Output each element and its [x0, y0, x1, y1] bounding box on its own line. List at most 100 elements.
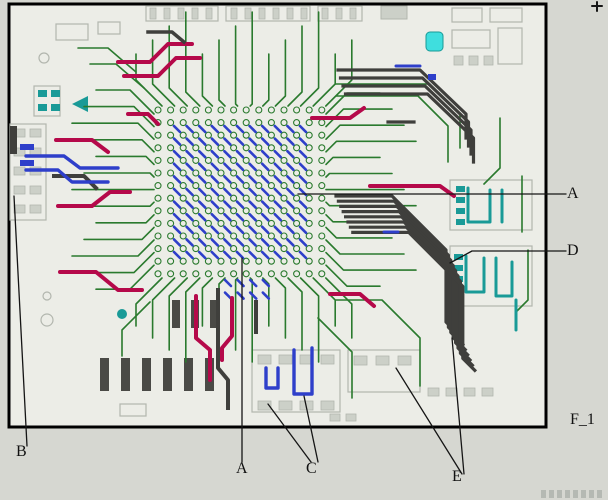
bga-pad-grid: [255, 270, 263, 278]
bga-pad-grid: [230, 257, 238, 265]
red-trace: [116, 42, 194, 64]
via-array: [248, 212, 257, 222]
bga-pad-grid: [217, 144, 225, 152]
via-array: [197, 212, 207, 222]
connector-pads: [13, 185, 26, 195]
pad-row: [335, 7, 343, 20]
via-array: [185, 238, 194, 247]
fan-top: [324, 39, 353, 107]
component-outline: [97, 21, 121, 35]
bga-pad-grid: [293, 207, 301, 215]
via-array: [273, 250, 283, 260]
teal-pads: [454, 254, 463, 260]
bga-pad-grid: [179, 232, 187, 240]
via-array: [273, 238, 283, 247]
fan-top: [201, 53, 214, 107]
via-array: [235, 187, 245, 197]
via-array: [298, 137, 308, 146]
bga-pad-grid: [280, 194, 288, 202]
teal-trace: [466, 186, 492, 224]
blue-trace: [24, 168, 110, 184]
fan-bottom: [249, 277, 253, 363]
bga-pad-grid: [192, 131, 200, 139]
red-trace: [122, 56, 202, 78]
via-array: [298, 124, 308, 134]
via-array: [197, 238, 207, 247]
teal-pads: [456, 219, 465, 225]
fan-bottom: [324, 277, 353, 339]
callout-d: D: [567, 242, 579, 259]
pad-row: [321, 7, 329, 20]
bga-pad-grid: [179, 245, 187, 253]
bga-pad-grid: [167, 257, 175, 265]
bga-pad-grid: [167, 144, 175, 152]
via-array: [286, 238, 295, 247]
via-array: [235, 250, 245, 260]
bga-pad-grid: [167, 106, 175, 114]
pad-row: [258, 7, 266, 20]
bga-pad-grid: [242, 106, 250, 114]
bga-pad-grid: [154, 144, 162, 152]
bga-pad-grid: [280, 245, 288, 253]
bga-pad-grid: [280, 169, 288, 177]
via-array: [273, 124, 283, 134]
via-array: [172, 250, 182, 260]
fan-left: [83, 105, 155, 128]
bga-pad-grid: [293, 119, 301, 127]
bga-pad-grid: [242, 169, 250, 177]
bga-pad-grid: [280, 144, 288, 152]
via-array: [210, 162, 220, 172]
bga-pad-grid: [154, 232, 162, 240]
red-trace: [194, 294, 212, 382]
fan-bottom: [151, 277, 176, 339]
teal-pads: [456, 197, 465, 203]
bga-pad-grid: [167, 194, 175, 202]
teal-pads: [51, 104, 60, 111]
bga-pad-grid: [255, 156, 263, 164]
bga-pad-grid: [179, 106, 187, 114]
bga-pad-grid: [179, 182, 187, 190]
bga-pad-grid: [192, 245, 200, 253]
bga-pad-grid: [192, 257, 200, 265]
bga-pad-grid: [179, 257, 187, 265]
via-array: [172, 200, 182, 209]
bga-pad-grid: [204, 182, 212, 190]
red-trace: [54, 138, 110, 154]
pad-row: [375, 355, 390, 366]
fan-top: [151, 39, 176, 107]
via-array: [235, 212, 245, 222]
via-array: [286, 137, 295, 146]
bga-pad-grid: [242, 219, 250, 227]
via-array: [185, 200, 194, 209]
component-outline: [251, 349, 341, 413]
bga-pad-grid: [255, 207, 263, 215]
fan-bottom: [287, 277, 303, 351]
via-array: [286, 149, 295, 159]
fan-bottom: [135, 277, 163, 327]
pad-row: [345, 413, 357, 422]
dark-trace: [216, 288, 230, 410]
bga-pad-grid: [192, 232, 200, 240]
bga-pad-grid: [280, 182, 288, 190]
bga-pad-grid: [154, 169, 162, 177]
via-array: [223, 250, 232, 260]
bga-pad-grid: [167, 270, 175, 278]
via-array: [260, 162, 270, 172]
via-array: [286, 162, 295, 172]
via-array: [210, 149, 220, 159]
pad-row: [427, 387, 440, 397]
callout-c: C: [306, 460, 317, 477]
via-array: [185, 137, 194, 146]
bga-pad-grid: [230, 169, 238, 177]
bga-pad-grid: [293, 245, 301, 253]
connector-outline: [9, 123, 47, 221]
bga-pad-grid: [167, 156, 175, 164]
leader-e: [451, 337, 465, 475]
via-array: [260, 137, 270, 146]
fan-right: [325, 239, 405, 255]
pad-row: [320, 400, 335, 411]
via-array: [248, 162, 257, 172]
bga-pad-grid: [167, 207, 175, 215]
bga-pad-grid: [267, 207, 275, 215]
